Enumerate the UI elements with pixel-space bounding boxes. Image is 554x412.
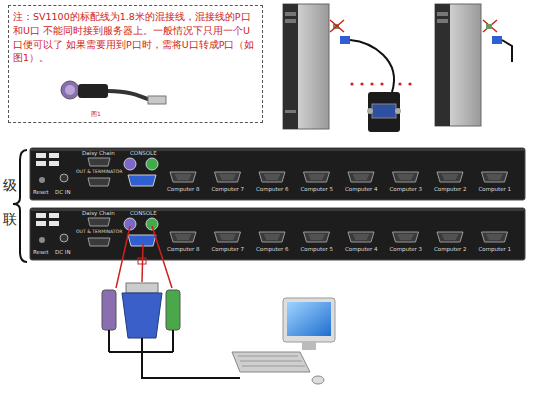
kvm-switch-unit: Daisy ChainOUT & TERMINATOR CONSOLE DC IN R… xyxy=(30,208,525,260)
panel-label: DC IN xyxy=(55,189,71,196)
panel-label: Daisy Chain xyxy=(82,210,115,217)
port-label: Computer 2 xyxy=(434,186,466,193)
console-computer xyxy=(287,302,331,336)
server-tower xyxy=(285,110,296,113)
figure-label: 图1 xyxy=(91,110,111,117)
cascade-label: 级 xyxy=(3,177,17,194)
port-label: Computer 8 xyxy=(167,246,199,253)
console-computer xyxy=(312,376,324,384)
console-computer xyxy=(232,352,310,372)
port-label: Computer 7 xyxy=(212,246,244,253)
vga-connector xyxy=(367,108,373,114)
ps2-usb-adapter xyxy=(78,84,108,98)
cascade-bracket xyxy=(13,150,27,262)
port-label: Computer 3 xyxy=(390,246,422,253)
port-label: Computer 3 xyxy=(390,186,422,193)
server-tower xyxy=(435,4,450,126)
console-cable xyxy=(126,283,158,293)
panel-label: CONSOLE xyxy=(130,150,157,157)
server-tower xyxy=(437,12,448,16)
server-tower xyxy=(437,19,448,23)
panel-label: Daisy Chain xyxy=(82,150,115,157)
panel-label: OUT & TERMINATOR xyxy=(76,229,122,235)
console-computer xyxy=(302,342,316,350)
continuation-dots xyxy=(350,82,411,85)
console-computer xyxy=(232,298,335,384)
server-tower xyxy=(340,36,350,44)
server-tower xyxy=(502,40,512,62)
console-cable xyxy=(116,226,172,288)
server-tower xyxy=(283,4,329,129)
port-label: Computer 8 xyxy=(167,186,199,193)
continuation-dots xyxy=(370,82,373,85)
server-cable xyxy=(350,40,394,92)
vga-connector xyxy=(372,104,396,118)
console-computer xyxy=(238,356,305,366)
server-tower xyxy=(435,4,512,126)
port-label: Computer 7 xyxy=(212,186,244,193)
kvm-switch-unit: Daisy ChainOUT & TERMINATOR CONSOLE DC IN R… xyxy=(30,148,525,200)
panel-label: CONSOLE xyxy=(130,210,157,217)
port-label: Computer 6 xyxy=(256,186,288,193)
vga-connector xyxy=(367,92,401,132)
unused-port-cross xyxy=(483,20,497,32)
port-label: Computer 5 xyxy=(301,246,333,253)
server-cable xyxy=(350,40,394,92)
continuation-dots xyxy=(360,82,363,85)
ps2-usb-adapter xyxy=(65,85,75,95)
continuation-dots xyxy=(380,82,383,85)
panel-label: OUT & TERMINATOR xyxy=(76,169,122,175)
panel-label: Reset xyxy=(33,189,48,196)
port-label: Computer 2 xyxy=(434,246,466,253)
console-computer xyxy=(283,298,335,342)
ps2-usb-adapter xyxy=(61,81,79,99)
port-label: Computer 1 xyxy=(479,186,511,193)
server-tower xyxy=(285,19,296,23)
console-cable xyxy=(138,258,146,264)
panel-label: Reset xyxy=(33,249,48,256)
kvm-chassis xyxy=(30,148,525,200)
continuation-dots xyxy=(398,82,401,85)
cascade-label: 联 xyxy=(3,211,17,228)
vga-connector xyxy=(395,108,401,114)
ps2-usb-adapter xyxy=(108,91,150,100)
note-box: 注：SV1100的标配线为1.8米的混接线，混接线的P口和U口 不能同时接到服务… xyxy=(8,5,263,123)
server-tower xyxy=(283,4,350,129)
port-label: Computer 4 xyxy=(345,246,377,253)
console-cable xyxy=(109,330,240,378)
server-tower xyxy=(285,12,296,16)
vga-connector xyxy=(368,92,400,132)
server-tower xyxy=(283,4,298,129)
port-label: Computer 4 xyxy=(345,186,377,193)
continuation-dots xyxy=(350,82,353,85)
server-tower xyxy=(492,36,502,44)
console-cable xyxy=(166,290,180,330)
port-label: Computer 5 xyxy=(301,186,333,193)
continuation-dots xyxy=(408,82,411,85)
cascade-bracket xyxy=(13,150,27,262)
port-label: Computer 1 xyxy=(479,246,511,253)
server-tower xyxy=(435,4,481,126)
kvm-chassis xyxy=(30,148,525,260)
console-cable xyxy=(122,293,162,338)
kvm-chassis xyxy=(30,208,525,260)
ps2-usb-adapter xyxy=(148,96,166,104)
console-cable xyxy=(102,290,116,330)
server-tower xyxy=(486,24,492,29)
port-label: Computer 6 xyxy=(256,246,288,253)
ps2-usb-adapter xyxy=(61,81,166,104)
note-text: 注：SV1100的标配线为1.8米的混接线，混接线的P口和U口 不能同时接到服务… xyxy=(13,10,259,65)
panel-label: DC IN xyxy=(55,249,71,256)
unused-port-cross xyxy=(330,20,344,32)
